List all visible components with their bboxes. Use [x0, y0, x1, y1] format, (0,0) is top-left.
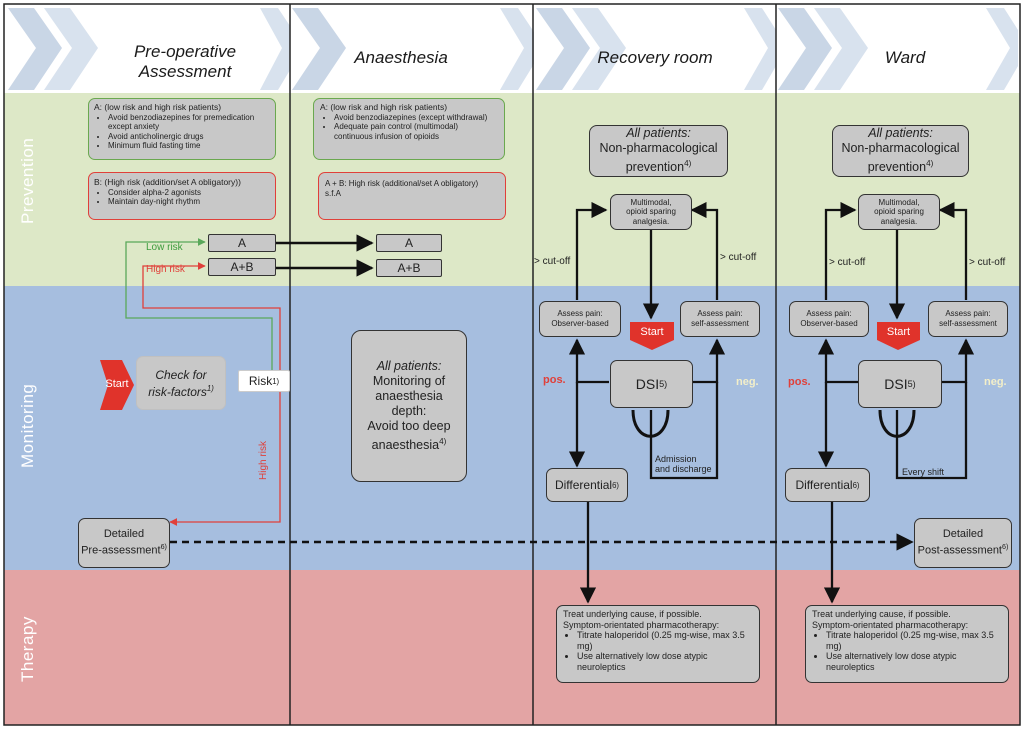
column-title-recovery: Recovery room — [597, 48, 713, 67]
ward-cutoff-right: > cut-off — [969, 257, 1006, 268]
header-chevrons — [8, 8, 1018, 90]
ward-loop — [878, 409, 916, 438]
high-risk-vertical-label: High risk — [257, 441, 269, 480]
ward-multimodal-box: Multimodal, opioid sparing analgesia. — [858, 194, 940, 230]
recovery-nonpharm-box: All patients: Non-pharmacological preven… — [589, 125, 728, 177]
anaesthesia-set-a-box: A: (low risk and high risk patients) Avo… — [313, 98, 505, 160]
recovery-multimodal-box: Multimodal, opioid sparing analgesia. — [610, 194, 692, 230]
preop-start-shape — [100, 360, 134, 410]
anaesthesia-monitoring-box: All patients: Monitoring of anaesthesia … — [351, 330, 467, 482]
preop-start: Start — [105, 378, 129, 390]
recovery-assess-observer-box: Assess pain: Observer-based — [539, 301, 621, 337]
ward-start-shape — [877, 322, 920, 350]
list-item: Use alternatively low dose atypic neurol… — [577, 651, 753, 672]
column-dividers — [3, 3, 1021, 726]
list-item: Minimum fluid fasting time — [108, 141, 270, 151]
recovery-assess-self-box: Assess pain: self-assessment — [680, 301, 760, 337]
list-item: Titrate haloperidol (0.25 mg-wise, max 3… — [826, 630, 1002, 651]
recovery-loop — [631, 409, 670, 438]
detailed-post-assessment-box: Detailed Post-assessment6) — [914, 518, 1012, 568]
high-risk-label: High risk — [146, 264, 185, 275]
list-item: Avoid benzodiazepines (except withdrawal… — [334, 113, 498, 123]
list-item: Avoid anticholinergic drugs — [108, 132, 270, 142]
list-item: Maintain day-night rhythm — [108, 197, 270, 207]
recovery-neg-label: neg. — [736, 376, 759, 388]
recovery-flows — [568, 201, 726, 604]
detailed-pre-assessment-box: Detailed Pre-assessment6) — [78, 518, 170, 568]
list-item: Titrate haloperidol (0.25 mg-wise, max 3… — [577, 630, 753, 651]
preop-set-b-box: B: (High risk (addition/set A obligatory… — [88, 172, 276, 220]
low-risk-label: Low risk — [146, 242, 183, 253]
risk-paths — [125, 238, 281, 526]
ward-cycle-label: Every shift — [902, 467, 945, 477]
ward-flows — [817, 201, 975, 604]
recovery-start: Start — [640, 326, 664, 338]
column-title-anaesthesia: Anaesthesia — [354, 48, 448, 67]
anaesthesia-node-ab: A+B — [376, 259, 442, 277]
ward-cutoff-left: > cut-off — [829, 257, 866, 268]
recovery-start-shape — [630, 322, 674, 350]
recovery-therapy-box: Treat underlying cause, if possible. Sym… — [556, 605, 760, 683]
check-risk-factors-box: Check for risk-factors1) — [136, 356, 226, 410]
band-label-therapy: Therapy — [18, 616, 37, 682]
ward-therapy-box: Treat underlying cause, if possible. Sym… — [805, 605, 1009, 683]
preop-node-a: A — [208, 234, 276, 252]
recovery-pos-label: pos. — [543, 374, 566, 386]
list-item: Consider alpha-2 agonists — [108, 188, 270, 198]
band-label-monitoring: Monitoring — [18, 383, 37, 468]
ward-nonpharm-box: All patients: Non-pharmacological preven… — [832, 125, 969, 177]
ward-assess-self-box: Assess pain: self-assessment — [928, 301, 1008, 337]
recovery-cycle-label: Admission and discharge — [655, 454, 712, 474]
anaesthesia-set-ab-box: A + B: High risk (additional/set A oblig… — [318, 172, 506, 220]
list-item: Use alternatively low dose atypic neurol… — [826, 651, 1002, 672]
anaesthesia-node-a: A — [376, 234, 442, 252]
prevention-arrows — [276, 234, 374, 277]
recovery-cutoff-right: > cut-off — [720, 252, 757, 263]
recovery-cutoff-left: > cut-off — [534, 256, 571, 267]
column-title-ward: Ward — [884, 48, 926, 67]
list-item: Adequate pain control (multimodal) conti… — [334, 122, 498, 141]
ward-start: Start — [886, 326, 911, 338]
ward-neg-label: neg. — [984, 376, 1007, 388]
preop-node-ab: A+B — [208, 258, 276, 276]
preop-set-a-box: A: (low risk and high risk patients) Avo… — [88, 98, 276, 160]
band-label-prevention: Prevention — [18, 137, 37, 224]
ward-pos-label: pos. — [788, 376, 811, 388]
ward-assess-observer-box: Assess pain: Observer-based — [789, 301, 869, 337]
column-title-preop: Pre-operative Assessment — [133, 42, 237, 81]
list-item: Avoid benzodiazepines for premedication … — [108, 113, 270, 132]
